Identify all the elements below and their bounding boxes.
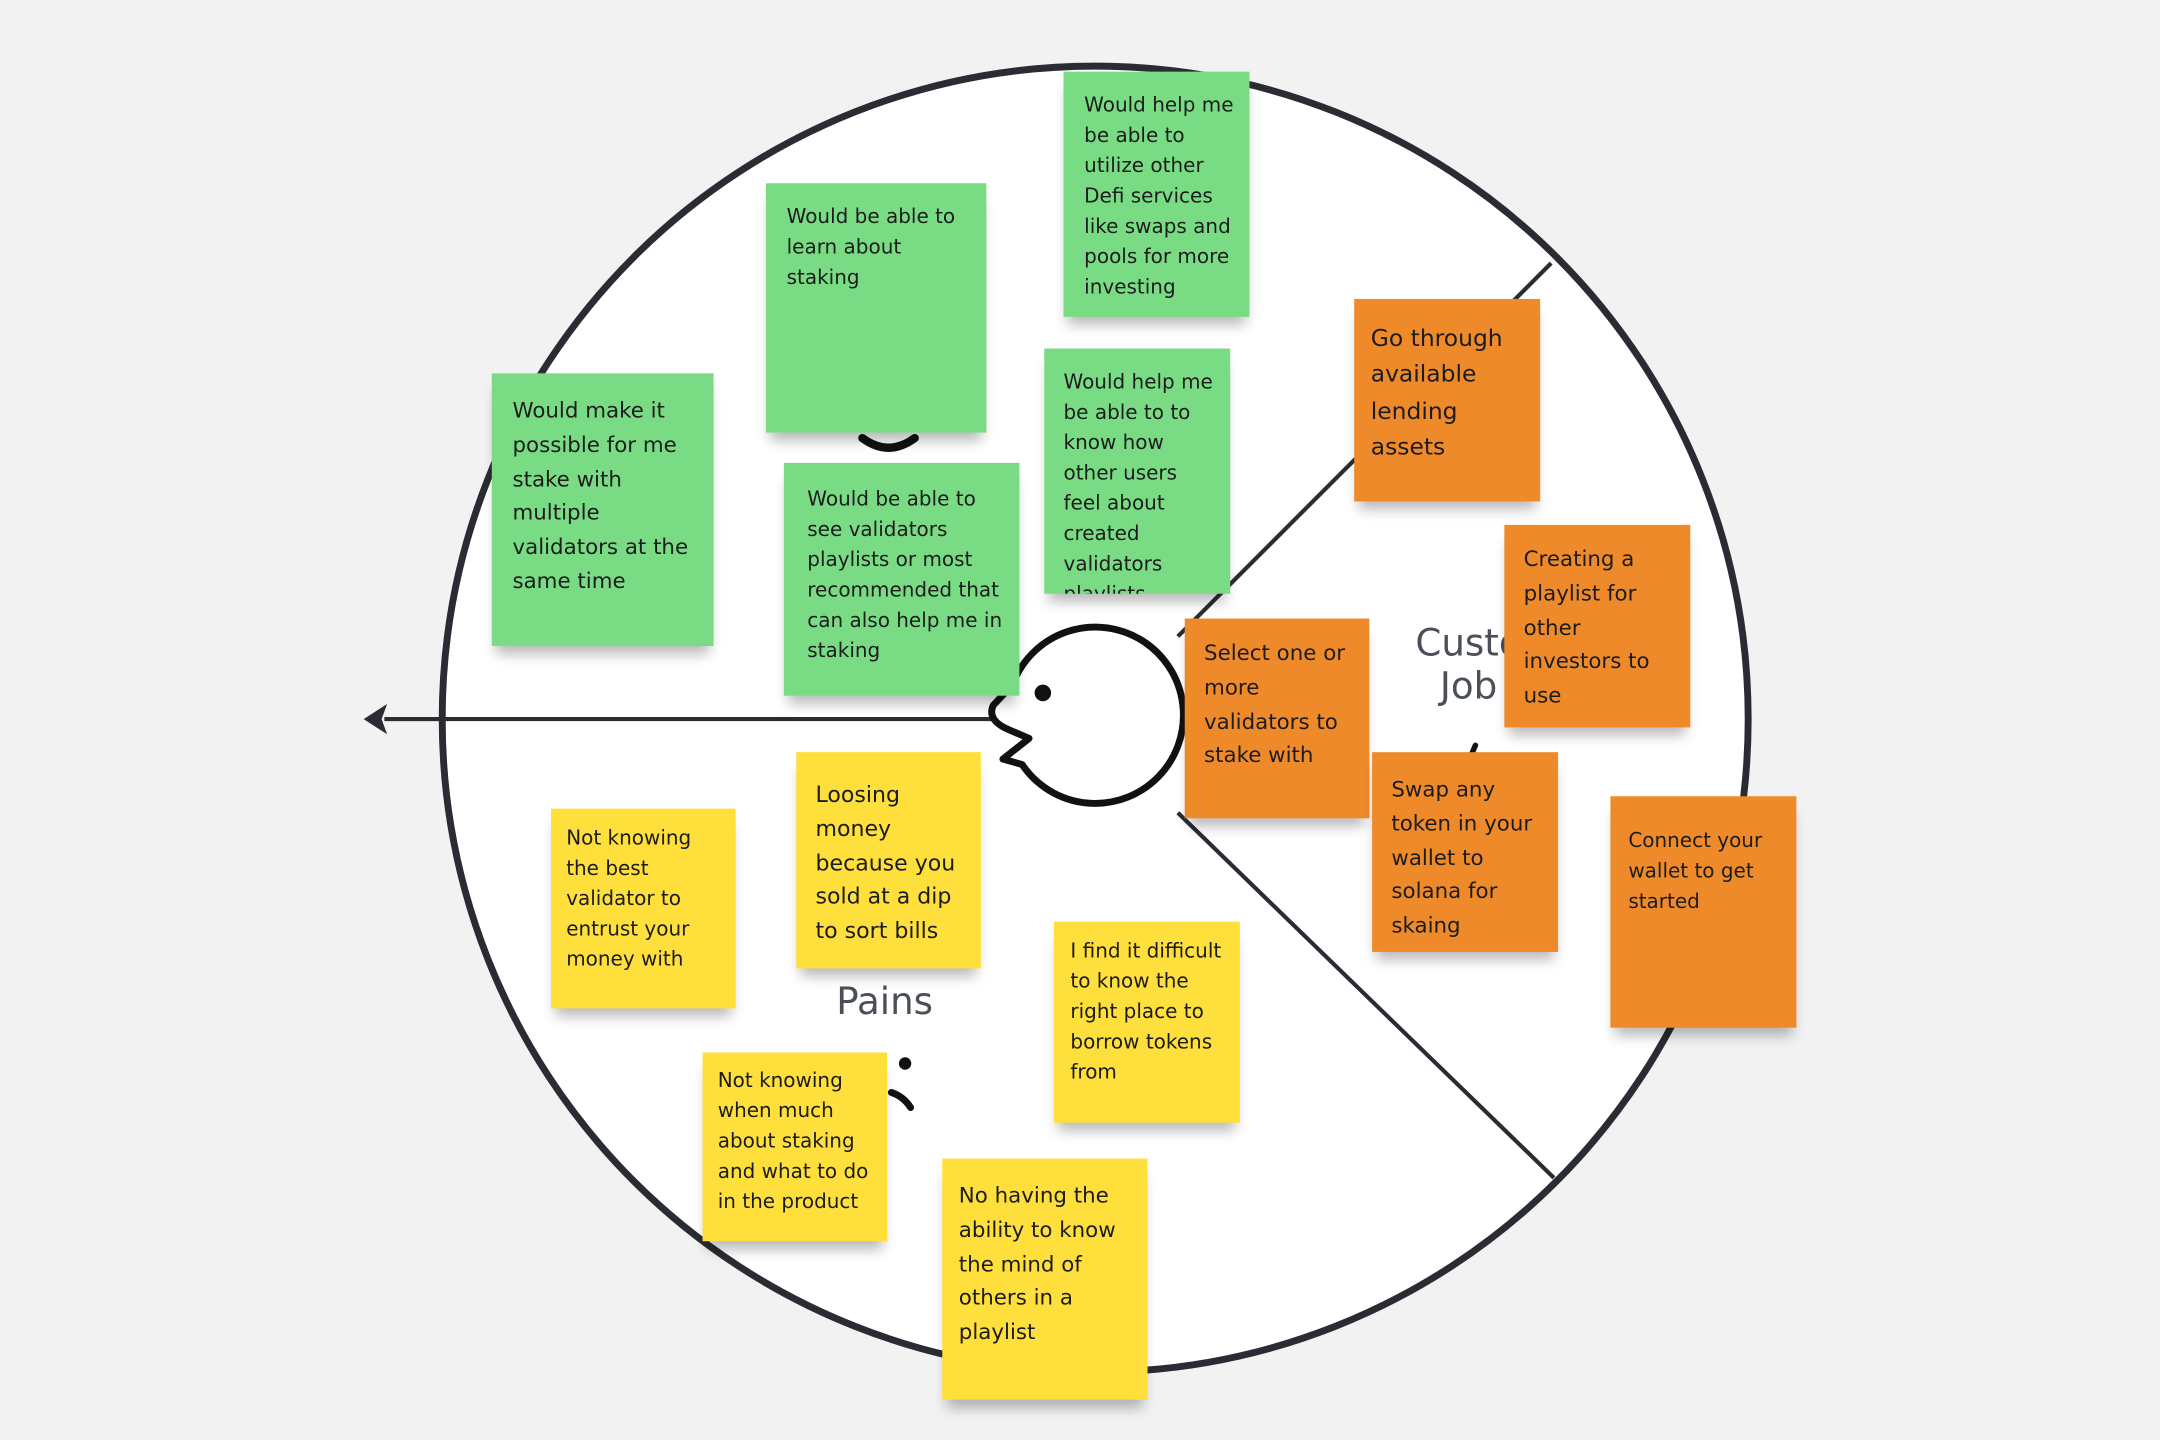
sticky-note-text: Would help me be able to to know how oth… xyxy=(1063,371,1213,594)
sticky-note-green[interactable]: Would make it possible for me stake with… xyxy=(491,373,714,647)
sticky-note-orange[interactable]: Swap any token in your wallet to solana … xyxy=(1372,752,1559,952)
segment-divider-lower xyxy=(1176,811,1556,1180)
sticky-note-text: Not knowing the best validator to entrus… xyxy=(566,827,692,972)
sticky-note-green[interactable]: Would be able to learn about staking xyxy=(765,183,987,433)
sticky-note-text: Would be able to see validators playlist… xyxy=(807,489,1003,663)
sticky-note-text: I find it difficult to know the right pl… xyxy=(1070,940,1222,1085)
sticky-note-text: Not knowing when much about staking and … xyxy=(717,1070,869,1214)
customer-face-icon xyxy=(988,623,1187,807)
sticky-note-yellow[interactable]: Loosing money because you sold at a dip … xyxy=(796,752,981,969)
sticky-note-yellow[interactable]: Not knowing the best validator to entrus… xyxy=(551,808,736,1009)
pains-label[interactable]: Pains xyxy=(836,981,933,1024)
sticky-note-text: Would make it possible for me stake with… xyxy=(512,398,689,594)
sticky-note-text: Creating a playlist for other investors … xyxy=(1523,546,1650,709)
sticky-note-text: Select one or more validators to stake w… xyxy=(1204,640,1346,768)
gains-icon-fragment xyxy=(858,433,919,452)
sticky-note-text: Connect your wallet to get started xyxy=(1628,830,1763,914)
sticky-note-green[interactable]: Would be able to see validators playlist… xyxy=(783,462,1020,696)
pains-icon-fragment xyxy=(887,1057,915,1112)
sticky-note-yellow[interactable]: I find it difficult to know the right pl… xyxy=(1053,921,1240,1123)
sticky-note-yellow[interactable]: Not knowing when much about staking and … xyxy=(702,1052,888,1242)
sticky-note-green[interactable]: Would help me be able to to know how oth… xyxy=(1044,348,1231,594)
sticky-note-text: Swap any token in your wallet to solana … xyxy=(1391,776,1533,939)
sticky-note-orange[interactable]: Select one or more validators to stake w… xyxy=(1184,618,1370,819)
customer-jobs-label[interactable]: Custo Job xyxy=(1407,623,1531,709)
customer-jobs-label-text: Custo Job xyxy=(1415,622,1522,709)
sticky-note-text: Would be able to learn about staking xyxy=(786,206,956,290)
pains-label-text: Pains xyxy=(836,980,934,1024)
sticky-note-orange[interactable]: Connect your wallet to get started xyxy=(1610,796,1797,1028)
sticky-note-text: Would help me be able to utilize other D… xyxy=(1084,95,1234,300)
sticky-note-text: Go through available lending assets xyxy=(1370,325,1503,462)
sticky-note-orange[interactable]: Go through available lending assets xyxy=(1354,298,1541,502)
sticky-note-text: Loosing money because you sold at a dip … xyxy=(815,781,956,944)
sticky-note-yellow[interactable]: No having the ability to know the mind o… xyxy=(942,1158,1148,1400)
sticky-note-text: No having the ability to know the mind o… xyxy=(958,1183,1116,1345)
sticky-note-green[interactable]: Would help me be able to utilize other D… xyxy=(1063,71,1250,317)
arrow-left-icon xyxy=(363,703,388,735)
sticky-note-orange[interactable]: Creating a playlist for other investors … xyxy=(1504,524,1691,728)
